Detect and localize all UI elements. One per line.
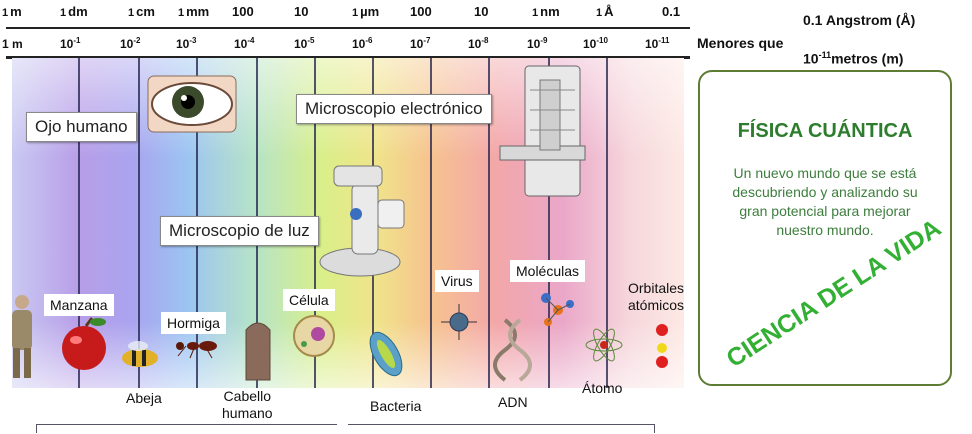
panel-slogan: CIENCIA DE LA VIDA [721,213,947,374]
angstrom-note: 0.1 Angstrom (Å) [803,12,916,28]
ant-icon [176,341,217,359]
dna-icon [493,318,532,382]
scale-divider [606,58,608,388]
instrument-label-light-microscope: Microscopio de luz [160,216,319,246]
scale-power-label: 10-11 [645,36,670,51]
scale-power-label: 10-2 [120,36,141,51]
object-label-abeja: Abeja [126,390,162,406]
panel-description: Un nuevo mundo que se está descubriendo … [732,165,918,238]
molecule-icon [541,293,574,326]
atom-icon [585,328,623,362]
scale-power-label: 10-7 [410,36,431,51]
object-label-hormiga: Hormiga [161,312,226,334]
virus-icon [441,304,477,340]
object-label-bacteria: Bacteria [370,398,422,414]
scale-top-label: 0.1 [662,4,681,19]
scale-top-label: 10 [474,4,489,19]
range-brace-right [348,424,655,433]
apple-icon [62,317,106,370]
scale-divider [488,58,490,388]
scale-power-label: 10-3 [176,36,197,51]
object-label-atomo: Átomo [582,380,623,396]
atomic-orbitals-icon [656,324,668,368]
scale-divider [78,58,80,388]
instrument-label-eye: Ojo humano [26,112,137,142]
object-label-celula: Célula [283,289,335,311]
scale-top-rule [6,27,690,29]
object-label-orbitales: Orbitales atómicos [628,280,685,313]
object-label-moleculas: Moléculas [510,260,586,282]
instrument-label-electron-microscope: Microscopio electrónico [296,94,492,124]
electron-microscope-icon [499,65,586,197]
quantum-physics-panel: FÍSICA CUÁNTICA Un nuevo mundo que se es… [698,70,952,386]
metros-note: 10-11metros (m) [803,50,904,67]
scale-divider [430,58,432,388]
scale-power-label: 10-9 [527,36,548,51]
object-label-virus: Virus [435,270,479,292]
human-figure-icon [12,295,32,378]
scale-power-label: 1 m [2,37,23,51]
hair-strand-icon [245,322,271,381]
scale-top-label: 100 [410,4,432,19]
scale-top-label: 100 [232,4,254,19]
range-brace-left [36,424,337,433]
eye-icon [147,75,237,133]
panel-title: FÍSICA CUÁNTICA [737,120,913,142]
menores-que-note: Menores que [697,35,784,51]
scale-power-label: 10-10 [583,36,608,51]
object-label-manzana: Manzana [44,294,114,316]
cell-icon [293,315,335,357]
bee-icon [122,341,158,367]
scale-power-label: 10-6 [352,36,373,51]
scale-top-label: 10 [294,4,309,19]
bacteria-icon [369,331,403,377]
scale-power-label: 10-5 [294,36,315,51]
object-label-cabello: Cabello humano [222,388,273,421]
scale-power-label: 10-4 [234,36,255,51]
object-label-adn: ADN [498,394,528,410]
light-microscope-icon [319,165,405,277]
scale-divider [138,58,140,388]
scale-power-label: 10-1 [60,36,81,51]
scale-divider [548,58,550,388]
scale-power-label: 10-8 [468,36,489,51]
scale-bottom-rule [6,56,690,59]
